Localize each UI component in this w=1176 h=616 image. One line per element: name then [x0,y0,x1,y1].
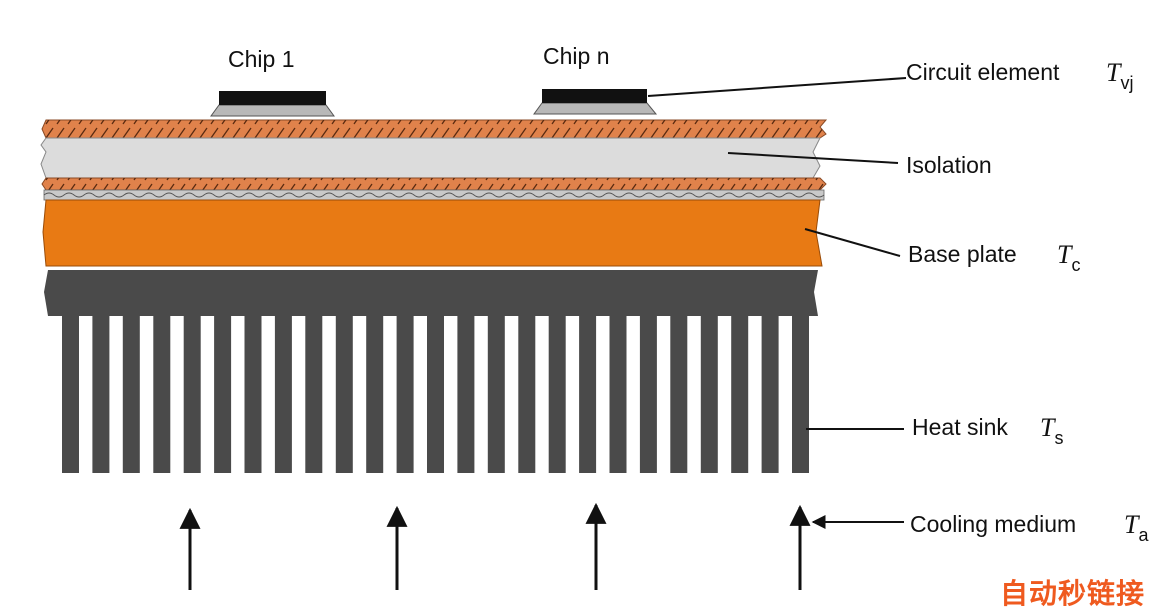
heat-sink-symbol: Ts [1040,413,1063,448]
leader-isolation [727,152,899,164]
heat-sink-fin [153,316,171,473]
heat-sink-fin [335,316,353,473]
cooling-flow-arrows [179,502,811,590]
leader-base [804,228,901,257]
heat-sink-fin [487,316,505,473]
heat-sink-fin [579,316,597,473]
heat-sink-fin [62,316,79,473]
isolation-layer [40,137,821,179]
heat-sink-fin [274,316,292,473]
isolation-label: Isolation [906,152,992,178]
circuit-element-label: Circuit element [906,59,1060,85]
chip-1-label: Chip 1 [228,46,294,72]
base-plate [42,199,823,267]
heat-sink-body [44,270,818,316]
circuit-element-symbol: Tvj [1106,58,1133,93]
heat-sink-fin [548,316,566,473]
heat-sink-fin [427,316,444,473]
upper-copper-layer [41,119,828,139]
solder-layer [43,189,825,201]
chip-1 [210,91,335,117]
heat-sink-fin [305,316,323,473]
chip-n [533,89,658,115]
watermark-logo: 自动秒链接 [1000,577,1145,610]
heat-sink-fin [792,316,809,473]
heat-sink-fin [609,316,627,473]
cooling-medium-label: Cooling medium [910,511,1076,537]
chip-n-label: Chip n [543,43,609,69]
heat-sink-fin [700,316,718,473]
cooling-medium-symbol: Ta [1124,510,1149,545]
heat-sink-fins [62,316,809,473]
leader-circuit [647,77,907,97]
base-plate-symbol: Tc [1057,240,1080,275]
lower-copper-layer [41,177,827,191]
heat-sink-fin [457,316,475,473]
heat-sink-fin [761,316,779,473]
heat-sink-fin [183,316,201,473]
heat-sink-fin [214,316,232,473]
heat-sink-label: Heat sink [912,414,1008,440]
heat-sink-fin [639,316,657,473]
heat-sink-fin [518,316,536,473]
base-plate-label: Base plate [908,241,1017,267]
heat-sink-fin [122,316,140,473]
heat-sink-fin [244,316,262,473]
heat-sink-fin [366,316,384,473]
heat-sink-fin [670,316,688,473]
heat-sink-fin [92,316,110,473]
heat-sink-fin [731,316,749,473]
heat-sink-fin [396,316,414,473]
